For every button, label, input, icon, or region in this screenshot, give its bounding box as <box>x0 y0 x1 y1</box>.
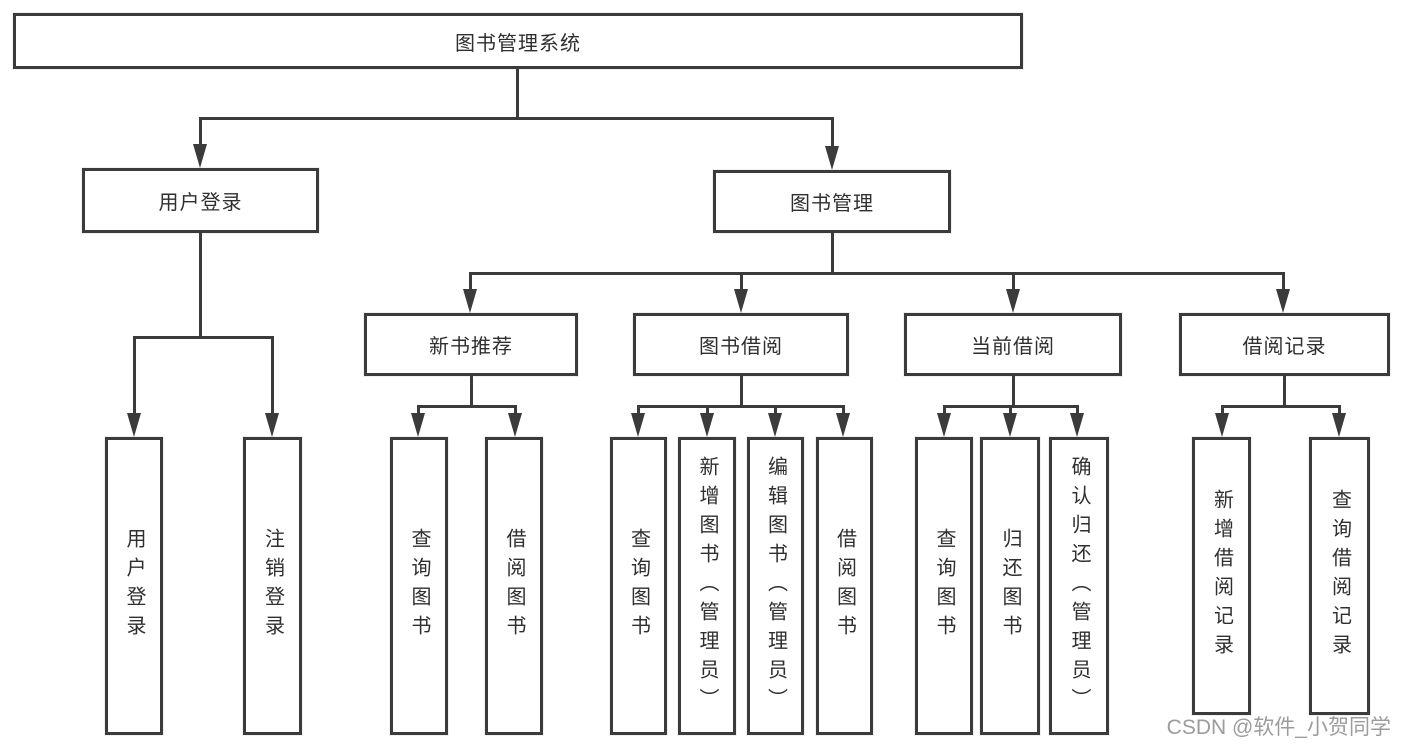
connector-line <box>1338 405 1341 417</box>
leaf-user-login: 用户登录 <box>105 437 163 735</box>
leaf-confirm-return-admin: 确认归还（管理员） <box>1049 437 1109 735</box>
connector-arrow-down <box>127 413 141 437</box>
connector-line <box>943 405 946 417</box>
csdn-watermark: CSDN @软件_小贺同学 <box>1166 716 1391 739</box>
connector-arrow-down <box>463 289 477 313</box>
connector-line <box>417 405 517 408</box>
leaf-query-book-recommend: 查询图书 <box>390 437 448 735</box>
connector-arrow-down <box>734 289 748 313</box>
leaf-add-borrow-record: 新增借阅记录 <box>1192 437 1251 715</box>
connector-line <box>133 336 136 416</box>
connector-arrow-down <box>193 144 207 168</box>
connector-line <box>1221 405 1224 417</box>
connector-line <box>199 231 202 339</box>
node-current-borrow: 当前借阅 <box>904 313 1122 376</box>
leaf-borrow-book-recommend: 借阅图书 <box>485 437 543 735</box>
connector-line <box>469 272 472 292</box>
connector-line <box>470 375 473 408</box>
leaf-query-borrow-record: 查询借阅记录 <box>1309 437 1370 715</box>
connector-arrow-down <box>1006 289 1020 313</box>
leaf-logout: 注销登录 <box>243 437 302 735</box>
connector-arrow-down <box>700 413 714 437</box>
connector-line <box>1283 375 1286 408</box>
node-user-login: 用户登录 <box>82 168 319 233</box>
connector-arrow-down <box>265 413 279 437</box>
connector-line <box>842 405 845 417</box>
connector-line <box>469 272 1284 275</box>
connector-line <box>514 405 517 417</box>
connector-line <box>133 336 274 339</box>
connector-arrow-down <box>768 413 782 437</box>
connector-line <box>1282 272 1285 292</box>
node-book-management: 图书管理 <box>713 170 951 233</box>
node-root-system: 图书管理系统 <box>13 13 1023 69</box>
connector-arrow-down <box>1276 289 1290 313</box>
leaf-borrow-book: 借阅图书 <box>816 437 873 735</box>
connector-line <box>740 272 743 292</box>
connector-line <box>637 405 845 408</box>
connector-arrow-down <box>836 413 850 437</box>
connector-arrow-down <box>825 146 839 170</box>
connector-arrow-down <box>631 413 645 437</box>
connector-line <box>637 405 640 417</box>
connector-line <box>1012 272 1015 292</box>
connector-line <box>1012 375 1015 408</box>
connector-line <box>831 231 834 275</box>
node-book-borrow: 图书借阅 <box>633 313 849 376</box>
connector-arrow-down <box>1332 413 1346 437</box>
connector-arrow-down <box>1070 413 1084 437</box>
leaf-query-book-borrow: 查询图书 <box>610 437 667 735</box>
connector-line <box>199 117 833 120</box>
connector-arrow-down <box>508 413 522 437</box>
leaf-return-book: 归还图书 <box>980 437 1040 735</box>
leaf-query-book-current: 查询图书 <box>915 437 973 735</box>
connector-line <box>1009 405 1012 417</box>
connector-line <box>417 405 420 417</box>
connector-line <box>199 117 202 147</box>
connector-line <box>774 405 777 417</box>
connector-line <box>740 375 743 408</box>
leaf-edit-book-admin: 编辑图书（管理员） <box>747 437 804 735</box>
connector-line <box>706 405 709 417</box>
connector-line <box>271 336 274 416</box>
leaf-add-book-admin: 新增图书（管理员） <box>678 437 736 735</box>
connector-line <box>516 67 519 120</box>
node-borrow-records: 借阅记录 <box>1179 313 1390 376</box>
connector-line <box>1076 405 1079 417</box>
connector-line <box>1221 405 1341 408</box>
connector-arrow-down <box>937 413 951 437</box>
connector-arrow-down <box>1003 413 1017 437</box>
connector-arrow-down <box>1215 413 1229 437</box>
connector-arrow-down <box>411 413 425 437</box>
connector-line <box>831 117 834 149</box>
node-new-book-recommend: 新书推荐 <box>364 313 578 376</box>
